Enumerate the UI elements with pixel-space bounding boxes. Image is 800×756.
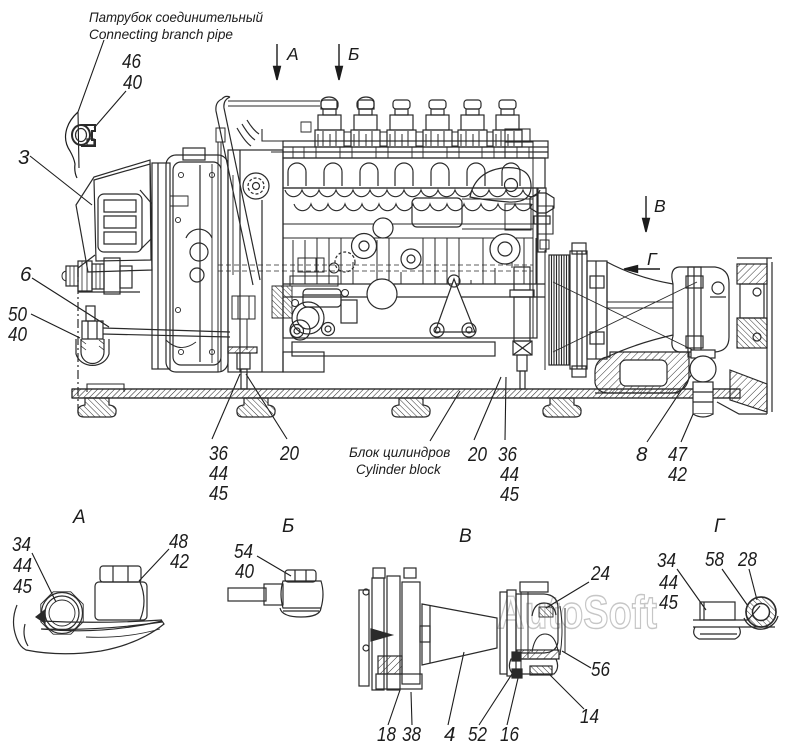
svg-text:42: 42: [668, 463, 687, 486]
svg-text:44: 44: [209, 462, 228, 485]
svg-text:40: 40: [8, 323, 27, 346]
svg-text:52: 52: [468, 723, 487, 746]
svg-text:34: 34: [12, 533, 31, 556]
svg-text:8: 8: [636, 443, 648, 466]
svg-text:Б: Б: [282, 516, 294, 537]
svg-text:54: 54: [234, 540, 253, 563]
svg-text:36: 36: [498, 443, 517, 466]
svg-text:А: А: [72, 507, 86, 528]
svg-text:20: 20: [467, 443, 487, 466]
svg-text:45: 45: [659, 591, 678, 614]
svg-text:42: 42: [170, 550, 189, 573]
svg-text:Патрубок соединительный: Патрубок соединительный: [89, 9, 263, 25]
svg-text:28: 28: [737, 548, 757, 571]
svg-text:А: А: [286, 44, 299, 64]
svg-text:56: 56: [591, 658, 610, 681]
svg-text:48: 48: [169, 530, 188, 553]
svg-text:47: 47: [668, 443, 688, 466]
svg-text:58: 58: [705, 548, 724, 571]
svg-text:В: В: [654, 196, 666, 216]
svg-text:44: 44: [13, 554, 32, 577]
svg-text:Блок цилиндров: Блок цилиндров: [349, 445, 450, 460]
svg-text:Г: Г: [714, 516, 726, 537]
svg-text:34: 34: [657, 549, 676, 572]
svg-text:Г: Г: [647, 249, 658, 269]
svg-text:46: 46: [122, 50, 141, 73]
svg-text:50: 50: [8, 303, 27, 326]
svg-text:45: 45: [209, 482, 228, 505]
svg-text:44: 44: [500, 463, 519, 486]
svg-text:36: 36: [209, 442, 228, 465]
svg-text:Б: Б: [348, 44, 359, 64]
svg-text:40: 40: [235, 560, 254, 583]
svg-text:Connecting branch pipe: Connecting branch pipe: [89, 26, 233, 42]
svg-text:14: 14: [580, 705, 599, 728]
svg-text:20: 20: [279, 442, 299, 465]
svg-text:Cylinder block: Cylinder block: [356, 462, 442, 477]
svg-text:24: 24: [590, 562, 610, 585]
svg-text:16: 16: [500, 723, 519, 746]
svg-text:40: 40: [123, 71, 142, 94]
svg-text:45: 45: [13, 575, 32, 598]
svg-text:4: 4: [444, 723, 455, 746]
svg-text:В: В: [459, 526, 472, 547]
svg-text:3: 3: [18, 146, 30, 169]
svg-text:45: 45: [500, 483, 519, 506]
svg-text:6: 6: [20, 263, 32, 286]
svg-text:44: 44: [659, 571, 678, 594]
svg-text:38: 38: [402, 723, 421, 746]
svg-text:18: 18: [377, 723, 396, 746]
